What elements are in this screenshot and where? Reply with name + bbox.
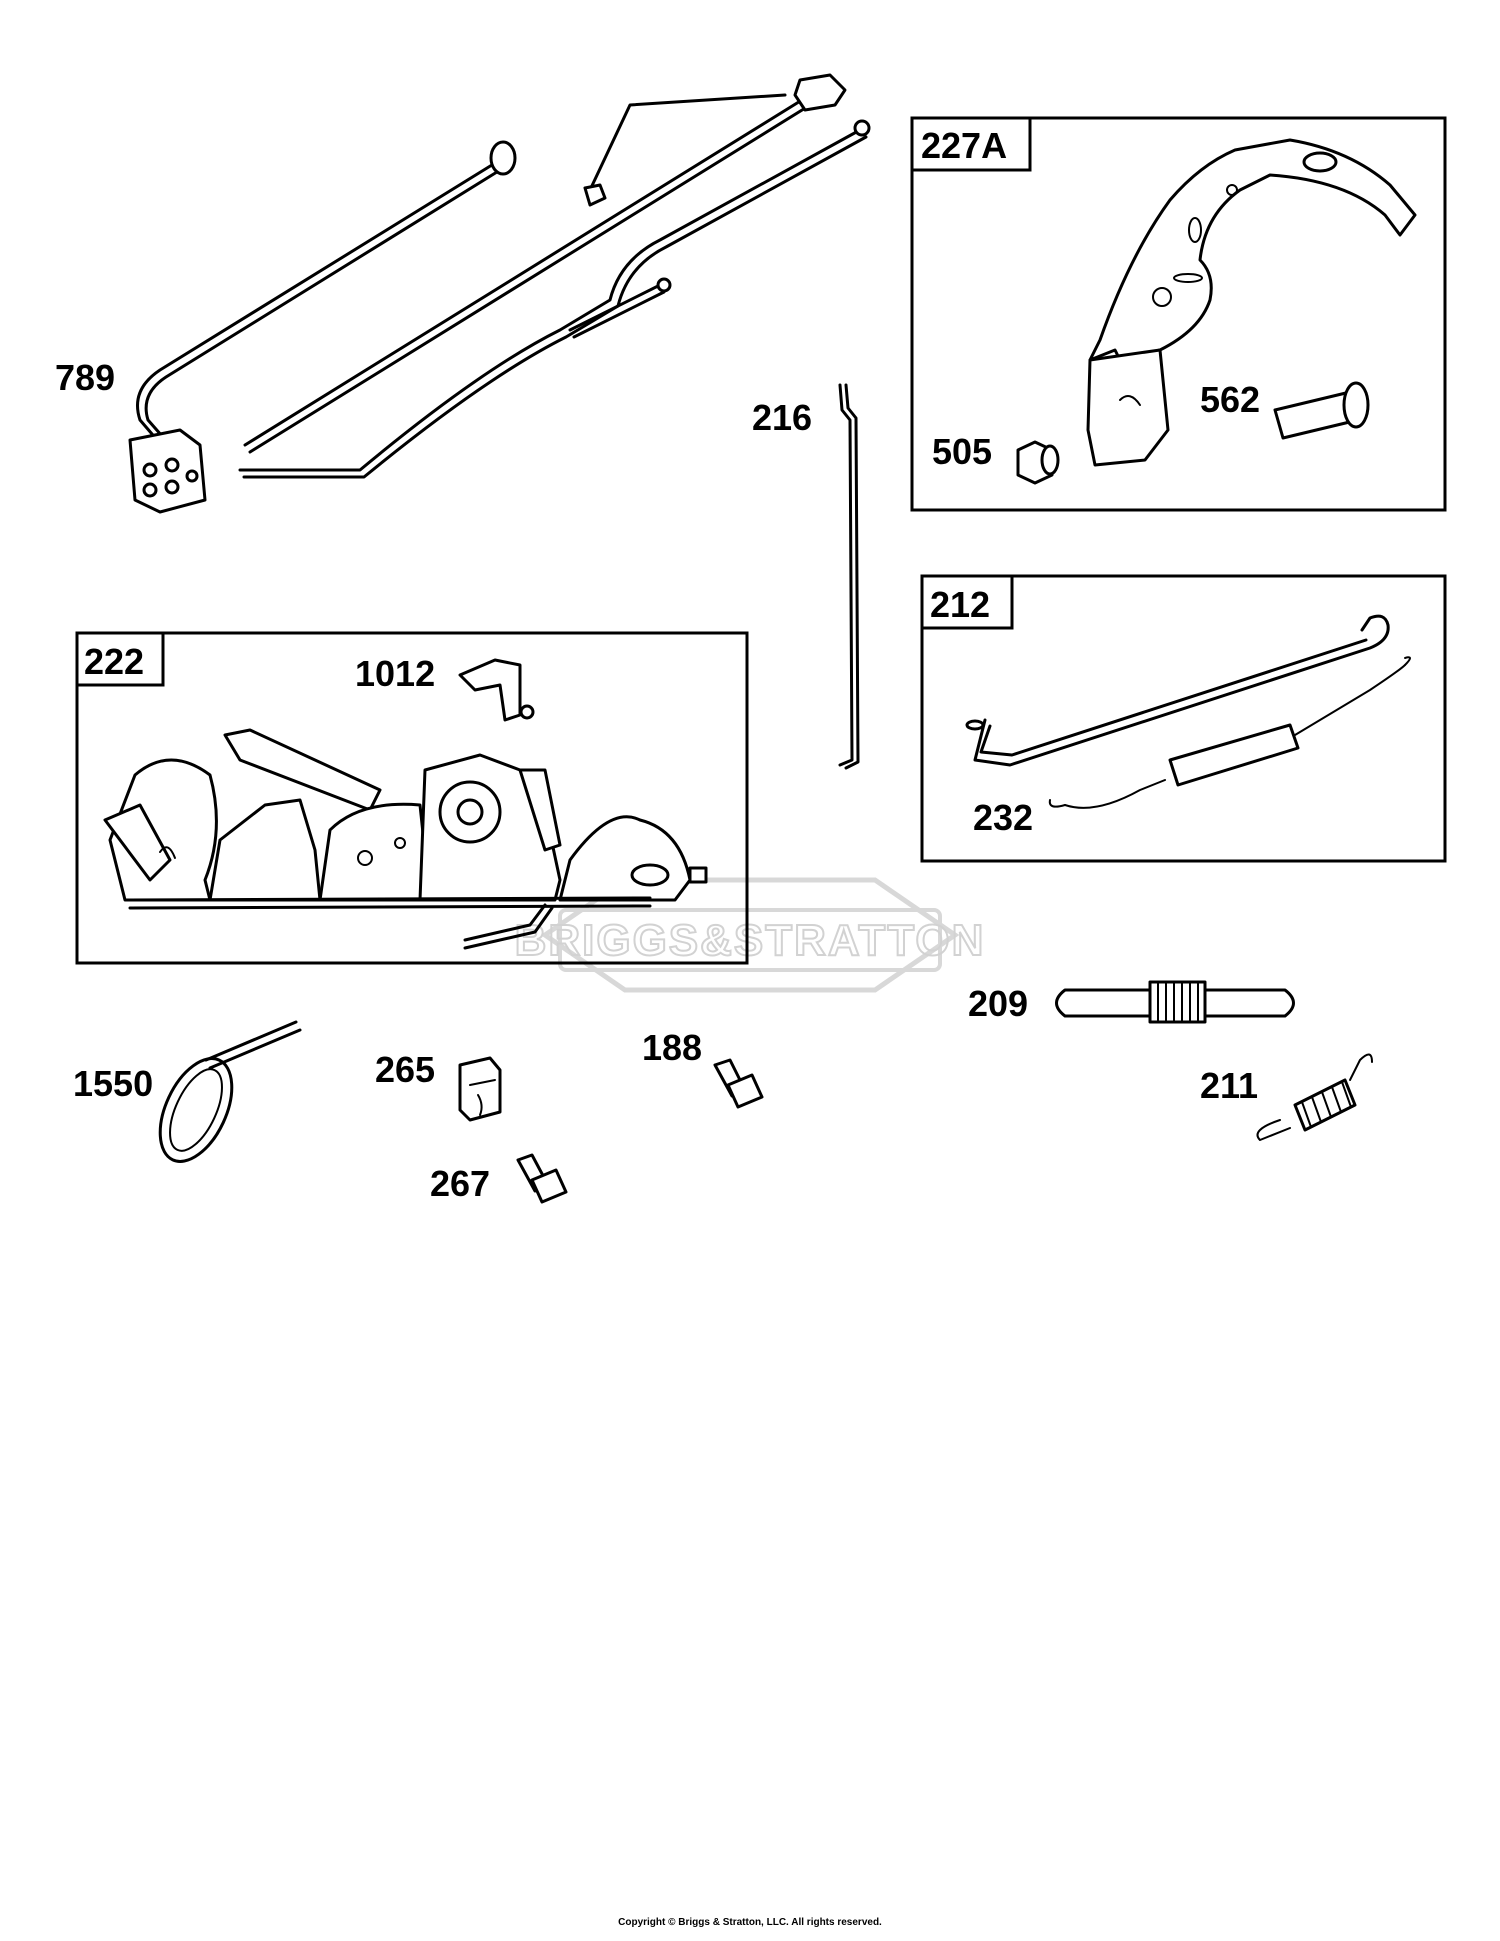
part-1550-ring	[158, 1020, 302, 1163]
box-222: 222	[75, 631, 749, 965]
part-789-harness	[128, 73, 871, 514]
label-232: 232	[973, 797, 1033, 838]
label-267: 267	[430, 1163, 490, 1204]
label-1550: 1550	[73, 1063, 153, 1104]
label-188: 188	[642, 1027, 702, 1068]
label-789: 789	[55, 357, 115, 398]
box-227A: 227A	[910, 116, 1447, 512]
watermark-text: BRIGGS&STRATTON	[515, 916, 986, 965]
part-267-screw	[516, 1153, 568, 1204]
brand-watermark: BRIGGS&STRATTON	[514, 877, 986, 993]
box-label-212: 212	[930, 584, 990, 625]
label-265: 265	[375, 1049, 435, 1090]
part-211-spring	[1256, 1053, 1373, 1141]
label-505: 505	[932, 431, 992, 472]
label-211: 211	[1200, 1065, 1258, 1106]
box-212: 212	[920, 574, 1447, 863]
label-1012: 1012	[355, 653, 435, 694]
part-209-spring	[1055, 980, 1295, 1024]
box-label-222: 222	[84, 641, 144, 682]
label-562: 562	[1200, 379, 1260, 420]
box-label-227A: 227A	[921, 125, 1007, 166]
copyright-notice: Copyright © Briggs & Stratton, LLC. All …	[618, 1917, 882, 1928]
part-188-screw	[713, 1058, 764, 1109]
part-265-clip	[458, 1056, 502, 1122]
label-209: 209	[968, 983, 1028, 1024]
part-216-rod	[838, 383, 860, 770]
label-216: 216	[752, 397, 812, 438]
